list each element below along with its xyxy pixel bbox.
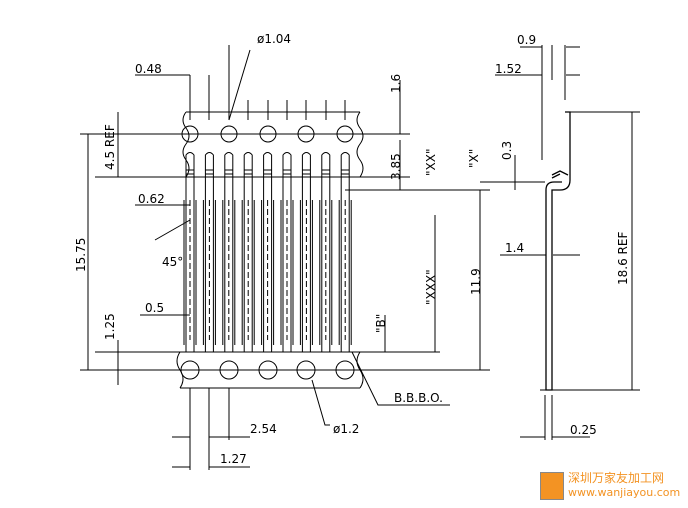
dim-1-27: 1.27 [220, 452, 247, 466]
carrier-strip-top [181, 111, 364, 178]
terminal-pin [202, 152, 216, 352]
terminal-pin [319, 152, 333, 352]
terminal-pin [261, 152, 275, 352]
dim-15-75: 15.75 [74, 238, 88, 272]
terminal-pin [241, 152, 255, 352]
watermark-name: 深圳万家友加工网 [568, 471, 665, 485]
dim-0-3: 0.3 [500, 141, 514, 160]
dim-1-25: 1.25 [103, 313, 117, 340]
terminal-pins [183, 152, 352, 352]
watermark: 深圳万家友加工网 www.wanjiayou.com [540, 468, 680, 504]
dim-1-6: 1.6 [389, 74, 403, 93]
dim-11-9: 11.9 [469, 268, 483, 295]
dim-x: "X" [467, 149, 481, 168]
dim-0-5: 0.5 [145, 301, 164, 315]
dim-3-85: 3.85 [389, 153, 403, 180]
dim-1-4: 1.4 [505, 241, 524, 255]
watermark-logo-icon [540, 472, 564, 500]
dim-bbbo: B.B.B.O. [394, 391, 443, 405]
dim-xx: "XX" [424, 149, 438, 176]
dim-2-54: 2.54 [250, 422, 277, 436]
dim-1-52: 1.52 [495, 62, 522, 76]
dim-xxx: "XXX" [424, 269, 438, 305]
dim-4-5-ref: 4.5 REF [103, 124, 117, 170]
dim-0-9: 0.9 [517, 33, 536, 47]
dim-hole-top-diameter: ø1.04 [257, 32, 291, 46]
terminal-pin [280, 152, 294, 352]
side-view-profile [480, 45, 640, 440]
terminal-pin [183, 152, 197, 352]
dim-hole-bottom-diameter: ø1.2 [333, 422, 359, 436]
terminal-pin [222, 152, 236, 352]
dim-0-62: 0.62 [138, 192, 165, 206]
terminal-pin [299, 152, 313, 352]
terminal-pin [338, 152, 352, 352]
dim-0-25: 0.25 [570, 423, 597, 437]
dim-45-degree: 45° [162, 255, 183, 269]
dim-0-48: 0.48 [135, 62, 162, 76]
dim-18-6-ref: 18.6 REF [616, 232, 630, 285]
dim-b: "B" [374, 314, 388, 333]
watermark-url: www.wanjiayou.com [568, 486, 681, 499]
